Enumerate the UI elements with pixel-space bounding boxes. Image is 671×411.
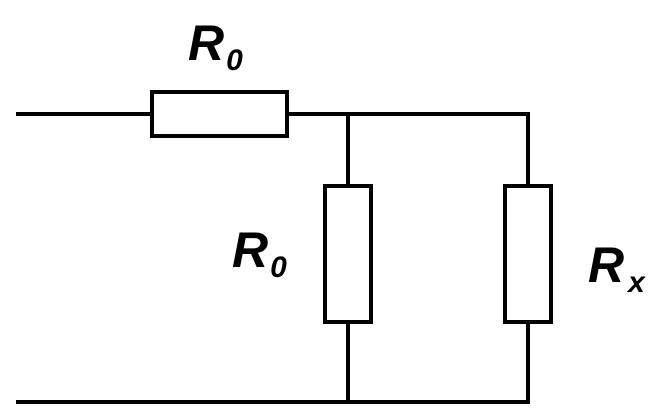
- resistor-series: R0: [150, 15, 289, 138]
- resistor-parallel-middle-label: R0: [232, 222, 287, 284]
- resistor-series-label: R0: [188, 15, 243, 77]
- resistor-series-body: [150, 90, 289, 138]
- resistor-parallel-right-subscript: x: [626, 266, 646, 299]
- resistor-parallel-middle-body: [323, 184, 373, 324]
- resistor-parallel-middle: R0: [232, 184, 373, 324]
- wires: [16, 112, 530, 404]
- resistor-parallel-middle-subscript: 0: [270, 251, 287, 284]
- resistor-series-subscript: 0: [226, 44, 243, 77]
- resistor-parallel-right-body: [503, 184, 553, 324]
